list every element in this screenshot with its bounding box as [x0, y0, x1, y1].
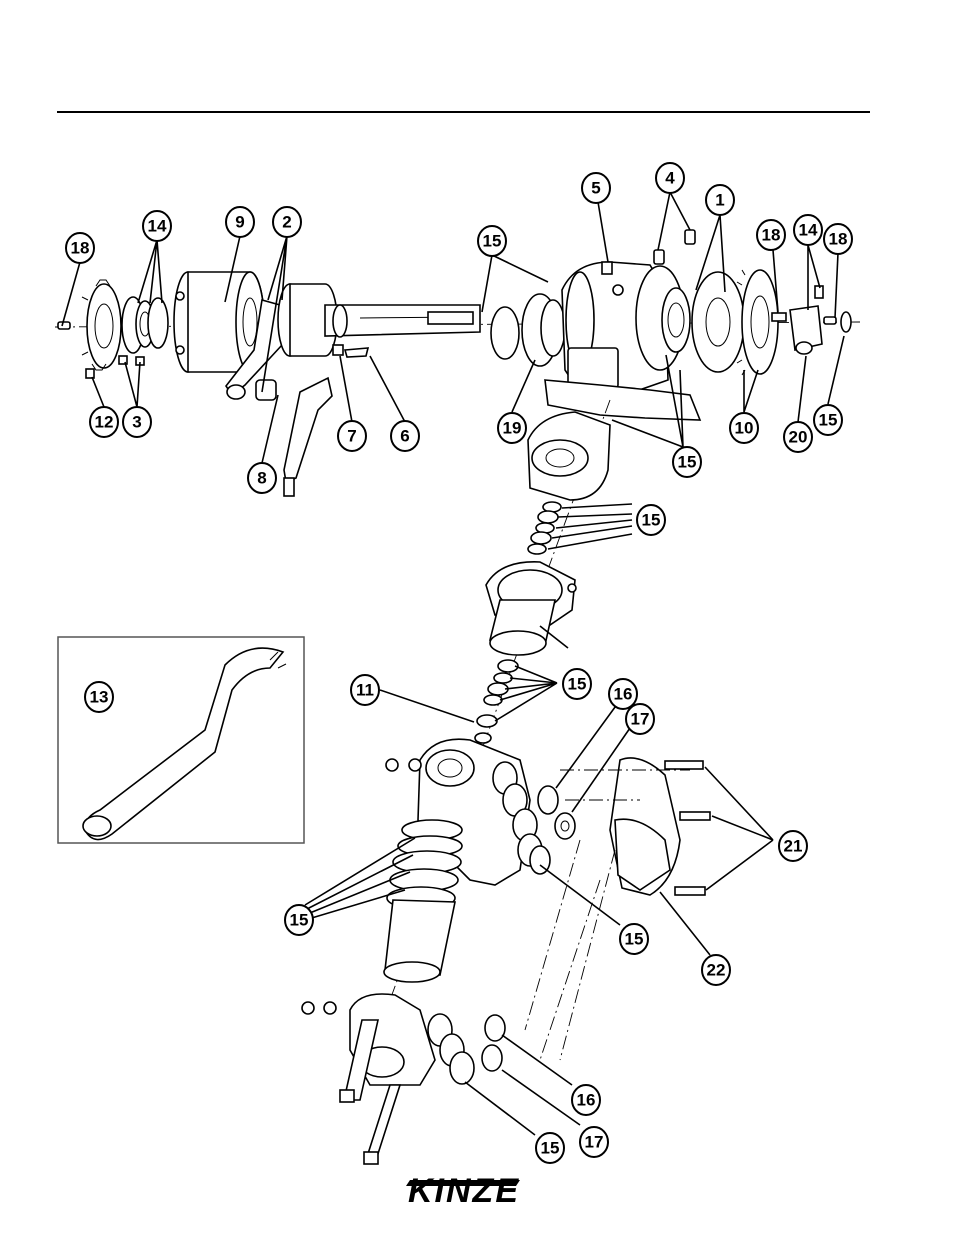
callout-label: 11 [356, 681, 374, 700]
callout-label: 15 [678, 453, 697, 472]
callout-12: 12 [90, 407, 118, 437]
callout-label: 13 [90, 688, 109, 707]
callout-4: 4 [656, 163, 684, 193]
callout-label: 8 [257, 469, 266, 488]
callout-label: 3 [132, 413, 141, 432]
callout-label: 15 [290, 911, 309, 930]
logo-text: KINZE [408, 1172, 520, 1210]
callout-13: 13 [85, 682, 113, 712]
callout-19: 19 [498, 413, 526, 443]
callout-label: 1 [715, 191, 724, 210]
callout-label: 14 [148, 217, 167, 236]
callout-6: 6 [391, 421, 419, 451]
callout-label: 14 [799, 221, 818, 240]
callout-17-lower: 17 [580, 1127, 608, 1157]
callout-3: 3 [123, 407, 151, 437]
callout-22: 22 [702, 955, 730, 985]
callout-21: 21 [779, 831, 807, 861]
callout-label: 15 [642, 511, 661, 530]
callout-label: 15 [568, 675, 587, 694]
callout-label: 7 [347, 427, 356, 446]
callout-10: 10 [730, 413, 758, 443]
callout-label: 17 [585, 1133, 604, 1152]
callout-16-lower: 16 [572, 1085, 600, 1115]
callout-label: 19 [503, 419, 522, 438]
callout-label: 21 [784, 837, 803, 856]
callout-label: 2 [282, 213, 291, 232]
callout-label: 20 [789, 428, 808, 447]
callout-5: 5 [582, 173, 610, 203]
callout-18-left: 18 [66, 233, 94, 263]
callout-17-upper: 17 [626, 704, 654, 734]
callout-15-shaft: 15 [478, 226, 506, 256]
callout-15-springs: 15 [285, 905, 313, 935]
callout-label: 15 [483, 232, 502, 251]
callout-label: 4 [665, 169, 675, 188]
callout-1: 1 [706, 185, 734, 215]
kinze-logo: KINZE [406, 1172, 520, 1210]
callout-15-washers-upper: 15 [637, 505, 665, 535]
callout-label: 6 [400, 427, 409, 446]
callout-14-right: 14 [794, 215, 822, 245]
callout-9: 9 [226, 207, 254, 237]
callout-15-bracket: 15 [673, 447, 701, 477]
drive-shaft-assembly [55, 230, 860, 496]
callout-label: 18 [71, 239, 90, 258]
callout-15-oring: 15 [620, 924, 648, 954]
callout-label: 15 [819, 411, 838, 430]
callout-label: 5 [591, 179, 600, 198]
callout-8: 8 [248, 463, 276, 493]
callout-20: 20 [784, 422, 812, 452]
callout-label: 15 [625, 930, 644, 949]
callout-label: 16 [614, 685, 633, 704]
callout-label: 12 [95, 413, 114, 432]
callout-label: 18 [829, 230, 848, 249]
callout-16-upper: 16 [609, 679, 637, 709]
callout-7: 7 [338, 421, 366, 451]
callout-label: 22 [707, 961, 726, 980]
callout-label: 17 [631, 710, 650, 729]
callout-11: 11 [351, 675, 379, 705]
callout-label: 16 [577, 1091, 596, 1110]
callout-label: 18 [762, 226, 781, 245]
callout-2: 2 [273, 207, 301, 237]
callout-label: 9 [235, 213, 244, 232]
callout-label: 10 [735, 419, 754, 438]
callout-15-lower: 15 [536, 1133, 564, 1163]
callout-label: 15 [541, 1139, 560, 1158]
callout-18-right-a: 18 [757, 220, 785, 250]
callout-15-ring: 15 [814, 405, 842, 435]
inset-wrench-box [58, 637, 304, 843]
callout-18-right-b: 18 [824, 224, 852, 254]
callout-15-washers-middle: 15 [563, 669, 591, 699]
callout-14-left: 14 [143, 211, 171, 241]
